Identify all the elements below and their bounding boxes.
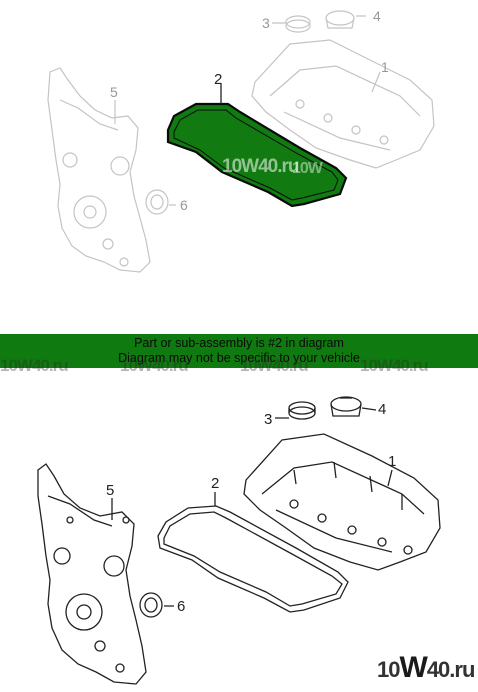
callout-1: 1 <box>388 453 396 470</box>
front-seal <box>139 592 163 618</box>
watermark-2: 10W40.ru <box>120 356 189 375</box>
logo-letter: W <box>399 651 427 684</box>
valve-cover <box>243 433 441 571</box>
callout-top-6: 6 <box>180 197 188 213</box>
callout-6: 6 <box>177 598 185 615</box>
callout-top-5: 5 <box>110 84 118 100</box>
watermark-gasket-b: 10W <box>292 160 323 177</box>
oring-top <box>285 15 311 29</box>
gasket-highlighted <box>166 102 348 208</box>
callout-2: 2 <box>211 475 219 492</box>
site-logo: 10W40.ru <box>377 651 476 684</box>
oil-filler-cap <box>330 396 362 412</box>
watermark-3: 10W40.ru <box>240 356 309 375</box>
callout-top-1: 1 <box>381 59 389 75</box>
seal-top <box>145 189 169 215</box>
oil-cap-top <box>325 10 355 26</box>
timing-cover <box>37 463 147 685</box>
cap-seal-ring <box>288 401 316 415</box>
callout-top-4: 4 <box>373 8 381 24</box>
valve-cover-top <box>251 39 435 169</box>
watermark-4: 10W40.ru <box>360 356 429 375</box>
callout-top-2: 2 <box>214 71 222 88</box>
notice-line-1: Part or sub-assembly is #2 in diagram <box>134 336 344 350</box>
notice-line-2: Diagram may not be specific to your vehi… <box>118 351 360 365</box>
top-diagram <box>47 10 435 273</box>
callout-3: 3 <box>264 411 272 428</box>
watermark-gasket: 10W40.ru <box>222 156 299 177</box>
callout-top-3: 3 <box>262 15 270 31</box>
callout-4: 4 <box>378 401 386 418</box>
notice-banner <box>0 334 478 368</box>
callout-5: 5 <box>106 482 114 499</box>
watermark-1: 10W40.ru <box>0 356 69 375</box>
logo-prefix: 10 <box>377 657 401 682</box>
logo-suffix: 40.ru <box>426 657 476 682</box>
timing-cover-top <box>47 67 151 273</box>
bottom-diagram <box>37 396 441 685</box>
valve-cover-gasket <box>157 505 349 613</box>
